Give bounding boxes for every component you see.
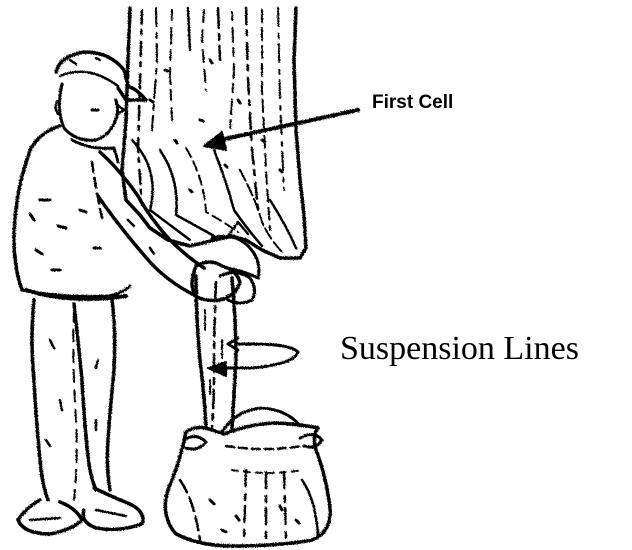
first-cell-label: First Cell xyxy=(372,92,453,114)
deployment-bag xyxy=(165,408,330,546)
packer-figure xyxy=(14,52,255,534)
suspension-lines-label: Suspension Lines xyxy=(340,330,579,368)
